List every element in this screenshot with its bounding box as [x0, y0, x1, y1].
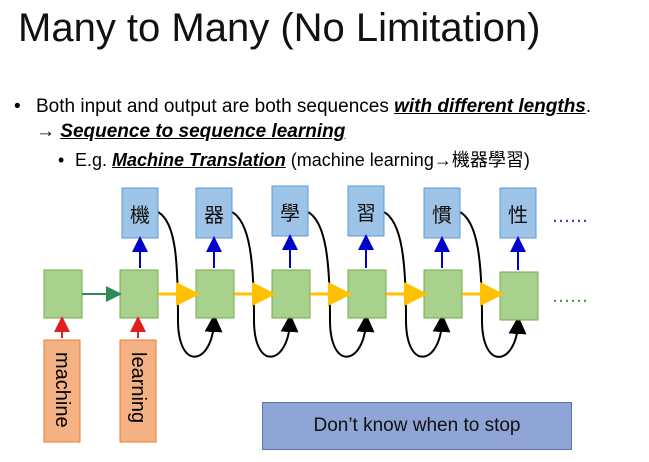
feedback-curve-2 [231, 211, 299, 358]
output-chars: 機 器 學 習 慣 性 [130, 201, 528, 227]
input-box-2 [119, 339, 157, 443]
sub-bullet-dot: • [58, 150, 65, 170]
input-boxes [43, 339, 157, 443]
input-box-1 [43, 339, 81, 443]
main-bullet-text: Both input and output are both sequences… [36, 94, 614, 144]
rnn-cell-4 [271, 269, 311, 319]
rnn-cell-7 [499, 271, 539, 321]
blue-arrows [132, 234, 526, 270]
rnn-cell-1 [43, 269, 83, 319]
sub-bullet: • E.g. Machine Translation (machine lear… [58, 148, 648, 173]
bullet-emphasis-lengths: with different lengths [394, 96, 586, 117]
stop-label: Don’t know when to stop [313, 415, 521, 436]
rnn-cell-3 [195, 269, 235, 319]
slide-title: Many to Many (No Limitation) [18, 6, 541, 50]
output-char-3: 學 [280, 201, 300, 225]
bullet-dot: • [14, 96, 21, 117]
rnn-cell-2 [119, 269, 159, 319]
output-box-4 [347, 185, 385, 237]
output-char-2: 器 [204, 203, 224, 227]
output-char-1: 機 [130, 203, 150, 227]
bullet-text-2: . → [36, 96, 592, 142]
feedback-curve-4 [383, 211, 451, 358]
red-arrows [54, 316, 146, 338]
rnn-cell-6 [423, 269, 463, 319]
output-box-2 [195, 187, 233, 239]
bullet-emphasis-seq2seq: Sequence to sequence learning [60, 121, 346, 142]
output-box-5 [423, 187, 461, 239]
bullet-text-1: Both input and output are both sequences [36, 96, 395, 117]
main-bullet: • Both input and output are both sequenc… [14, 94, 614, 144]
sub-emphasis-mt: Machine Translation [112, 150, 286, 170]
ellipsis-top: …… [552, 206, 588, 227]
output-char-5: 慣 [432, 203, 452, 227]
output-box-6 [499, 187, 537, 239]
sub-text-2: (machine learning→機器學習) [285, 150, 530, 170]
rnn-cells [43, 269, 539, 321]
feedback-curve-1 [157, 211, 223, 358]
ellipsis-mid: …… [552, 286, 588, 307]
stop-callout: Don’t know when to stop [262, 402, 572, 450]
rnn-cell-5 [347, 269, 387, 319]
feedback-curve-5 [459, 211, 527, 358]
feedback-curves [157, 211, 527, 358]
sub-text-1: E.g. [75, 150, 113, 170]
output-char-4: 習 [356, 201, 376, 225]
output-boxes [121, 185, 537, 239]
input-word-machine: machine [51, 352, 73, 428]
output-box-3 [271, 185, 309, 237]
input-word-learning: learning [127, 352, 149, 424]
feedback-curve-3 [307, 211, 375, 358]
output-box-1 [121, 187, 159, 239]
output-char-6: 性 [508, 203, 528, 227]
sub-bullet-text: E.g. Machine Translation (machine learni… [75, 148, 648, 173]
